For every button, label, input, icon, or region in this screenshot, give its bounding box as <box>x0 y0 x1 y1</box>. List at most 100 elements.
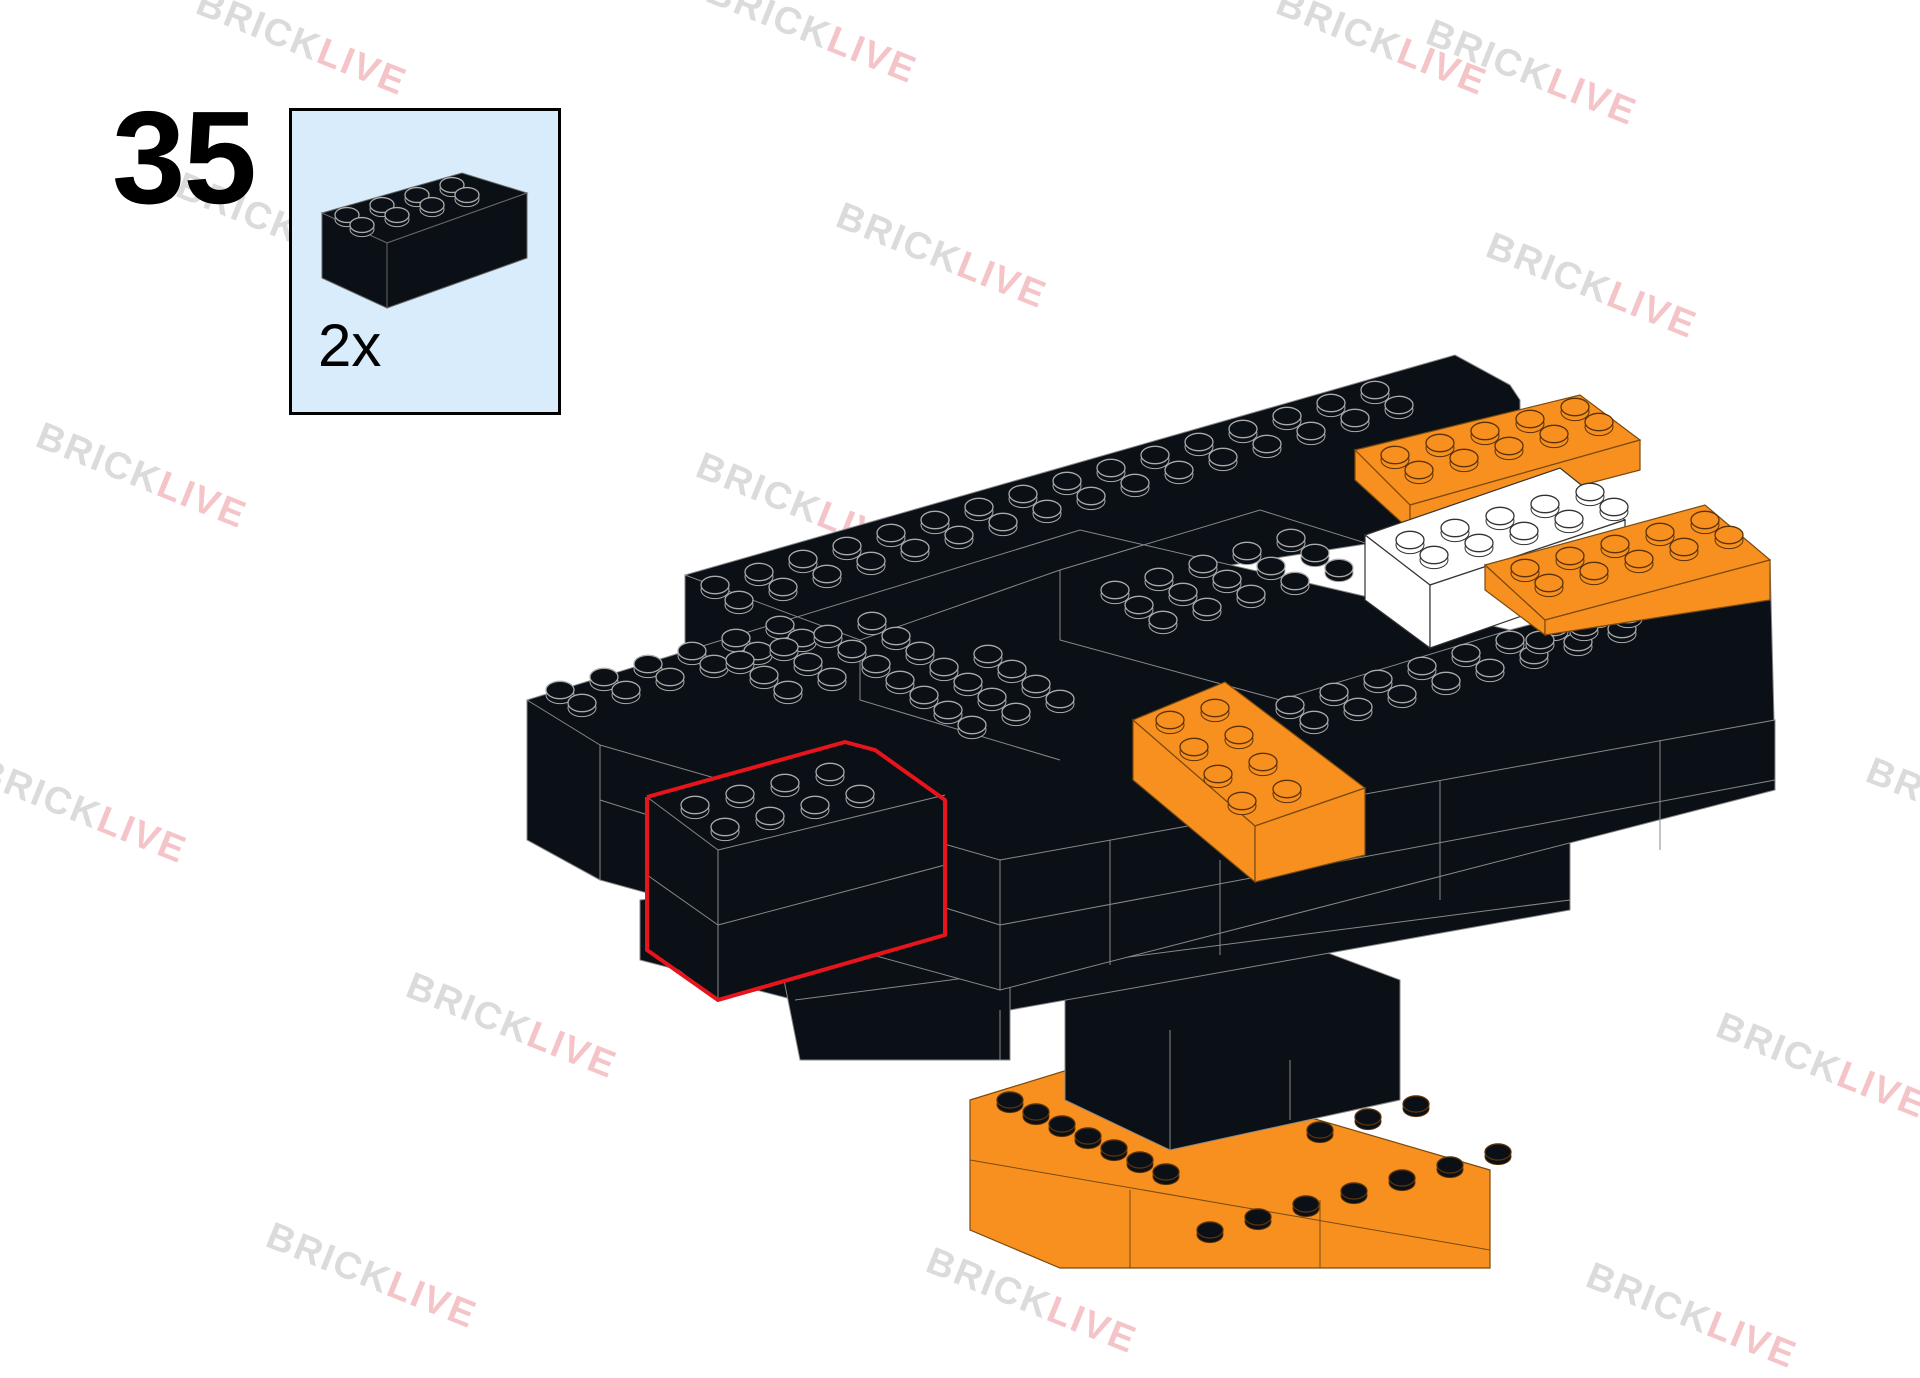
body-stud <box>957 715 987 740</box>
base-stud <box>1388 1169 1416 1192</box>
body-stud <box>933 700 963 725</box>
body-stud <box>749 665 779 690</box>
body-stud <box>1475 658 1505 683</box>
body-stud <box>900 538 930 563</box>
orange-stud <box>1449 448 1479 473</box>
new-brick-stud <box>710 817 740 842</box>
body-stud <box>1168 582 1198 607</box>
body-stud <box>817 667 847 692</box>
body-stud <box>1407 656 1437 681</box>
orange-stud <box>1179 737 1209 762</box>
orange-stud <box>1669 537 1699 562</box>
body-stud <box>861 654 891 679</box>
base-stud <box>1152 1163 1180 1186</box>
body-stud <box>1525 630 1555 655</box>
body-stud <box>1316 393 1346 418</box>
body-stud <box>1052 471 1082 496</box>
body-stud <box>721 628 751 653</box>
body-stud <box>1236 584 1266 609</box>
orange-stud <box>1690 510 1720 535</box>
orange-stud <box>1555 546 1585 571</box>
body-stud <box>1124 595 1154 620</box>
body-stud <box>1008 484 1038 509</box>
body-stud <box>953 672 983 697</box>
orange-stud <box>1560 397 1590 422</box>
part-stud <box>454 186 480 208</box>
body-stud <box>700 575 730 600</box>
body-stud <box>567 693 597 718</box>
body-stud <box>1363 669 1393 694</box>
body-stud <box>1228 419 1258 444</box>
orange-stud <box>1227 791 1257 816</box>
body-stud <box>1296 421 1326 446</box>
base-stud <box>1196 1221 1224 1244</box>
body-stud <box>1300 543 1330 568</box>
white-stud <box>1509 521 1539 546</box>
body-stud <box>1144 567 1174 592</box>
body-stud <box>856 551 886 576</box>
base-stud <box>1244 1208 1272 1231</box>
body-stud <box>677 641 707 666</box>
body-stud <box>1120 473 1150 498</box>
body-stud <box>1340 408 1370 433</box>
body-stud <box>905 641 935 666</box>
body-stud <box>988 512 1018 537</box>
white-stud <box>1554 509 1584 534</box>
body-stud <box>545 680 575 705</box>
body-stud <box>885 670 915 695</box>
body-stud <box>768 577 798 602</box>
white-stud <box>1599 497 1629 522</box>
body-stud <box>997 659 1027 684</box>
base-stud <box>1436 1156 1464 1179</box>
part-stud <box>349 216 375 238</box>
body-stud <box>1431 671 1461 696</box>
new-brick-stud <box>680 795 710 820</box>
body-stud <box>1451 643 1481 668</box>
body-stud <box>1280 571 1310 596</box>
orange-stud <box>1404 460 1434 485</box>
body-stud <box>857 611 887 636</box>
body-stud <box>765 615 795 640</box>
body-stud <box>655 667 685 692</box>
body-stud <box>929 657 959 682</box>
orange-stud <box>1645 522 1675 547</box>
part-stud <box>384 206 410 228</box>
body-stud <box>1148 610 1178 635</box>
body-stud <box>944 525 974 550</box>
body-stud <box>1276 528 1306 553</box>
orange-stud <box>1515 409 1545 434</box>
body-stud <box>909 685 939 710</box>
body-stud <box>1164 460 1194 485</box>
base-stud <box>1100 1139 1128 1162</box>
base-stud <box>1340 1182 1368 1205</box>
orange-front-brick <box>1131 681 1367 884</box>
body-stud <box>788 549 818 574</box>
body-stud <box>744 562 774 587</box>
body-stud <box>1096 458 1126 483</box>
white-stud <box>1575 482 1605 507</box>
base-stud <box>1354 1108 1382 1131</box>
body-stud <box>699 654 729 679</box>
new-brick-stud <box>800 795 830 820</box>
body-stud <box>1045 689 1075 714</box>
body-stud <box>920 510 950 535</box>
body-stud <box>1100 580 1130 605</box>
body-stud <box>769 637 799 662</box>
new-brick-stud <box>755 806 785 831</box>
body-stud <box>1212 569 1242 594</box>
body-stud <box>1360 380 1390 405</box>
body-stud <box>1272 406 1302 431</box>
body-stud <box>1021 674 1051 699</box>
base-stud <box>996 1091 1024 1114</box>
base-stud <box>1306 1121 1334 1144</box>
orange-stud <box>1624 549 1654 574</box>
parts-callout: 2x <box>289 108 561 415</box>
body-stud <box>793 652 823 677</box>
body-stud <box>773 680 803 705</box>
new-brick-stud <box>845 784 875 809</box>
base-stud <box>1402 1095 1430 1118</box>
orange-stud <box>1200 698 1230 723</box>
parts-quantity: 2x <box>318 312 382 379</box>
orange-stud <box>1224 725 1254 750</box>
